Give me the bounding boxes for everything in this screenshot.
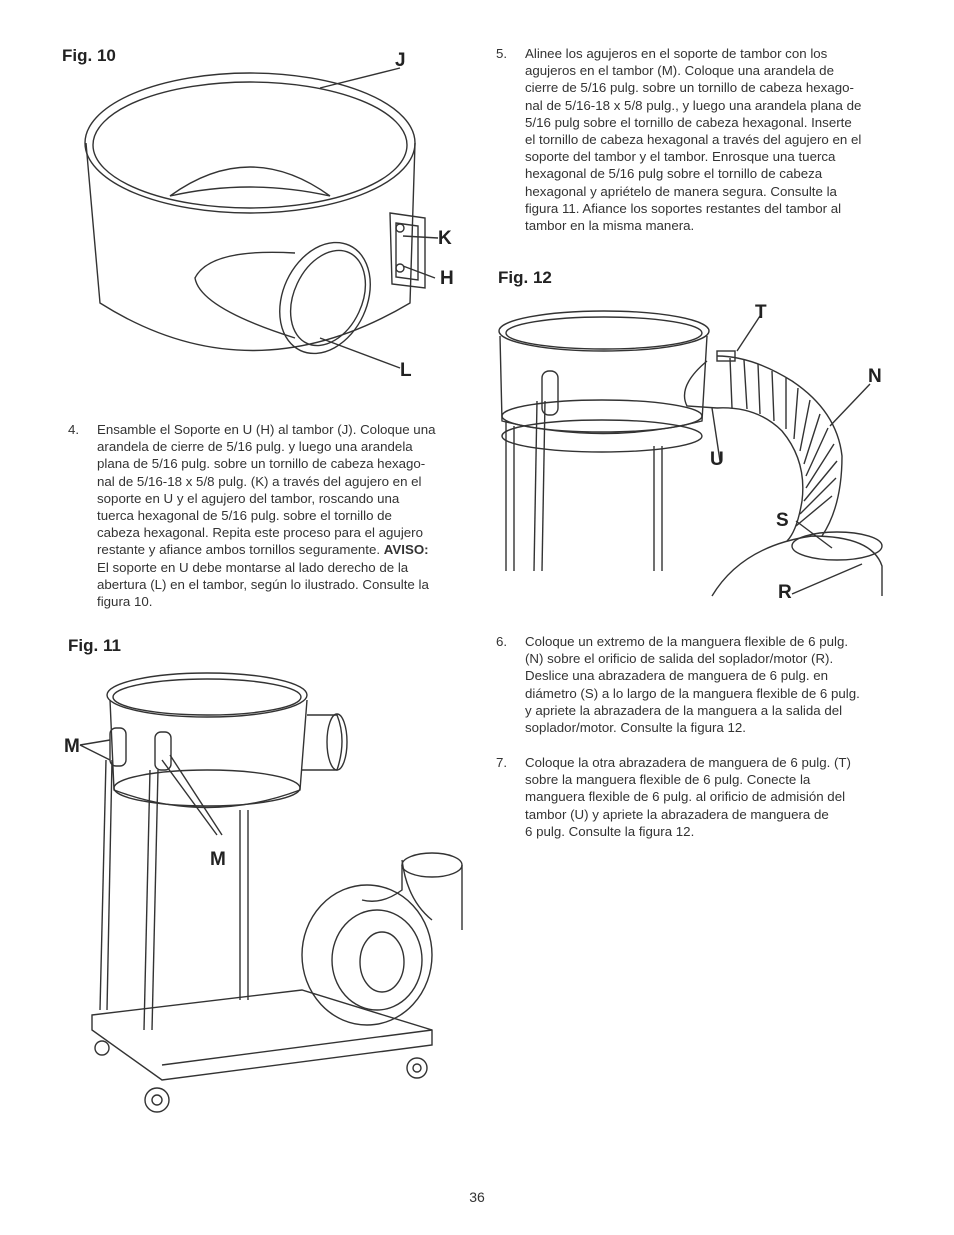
text-line: Ensamble el Soporte en U (H) al tambor (… xyxy=(97,422,436,437)
text-line: hexagonal y apriételo de manera segura. … xyxy=(525,183,837,199)
text-line: nal de 5/16-18 x 5/8 pulg. (K) a través … xyxy=(97,473,422,489)
step-6-text: Coloque un extremo de la manguera flexib… xyxy=(525,633,906,736)
text-line: (N) sobre el orificio de salida del sopl… xyxy=(525,651,834,667)
fig12-label-s: S xyxy=(776,510,789,531)
fig10-label-l: L xyxy=(400,360,412,381)
text-line: El soporte en U debe montarse al lado de… xyxy=(97,559,409,575)
fig11-stand-illustration: M M xyxy=(62,660,470,1130)
text-line: figura 10. xyxy=(97,594,153,610)
text-line: manguera flexible de 6 pulg. al orificio… xyxy=(525,789,846,805)
text-line: soporte en U y el agujero del tambor, ro… xyxy=(97,490,400,506)
fig12-label-r: R xyxy=(778,582,792,602)
fig12-title: Fig. 12 xyxy=(498,268,552,287)
text-line: 6 pulg. Consulte la figura 12. xyxy=(525,823,695,839)
text-line: 5/16 pulg sobre el tornillo de cabeza he… xyxy=(525,114,852,130)
step-4-text: Ensamble el Soporte en U (H) al tambor (… xyxy=(97,421,468,610)
text-line: cabeza hexagonal. Repita este proceso pa… xyxy=(97,525,423,541)
fig10-label-h: H xyxy=(440,268,454,289)
step-7-number: 7. xyxy=(496,755,508,770)
text-line: el tornillo de cabeza hexagonal a través… xyxy=(525,132,862,148)
text-line: hexagonal de 5/16 pulg sobre el tornillo… xyxy=(525,166,823,182)
step-5-number: 5. xyxy=(496,46,508,61)
text-line: agujeros en el tambor (M). Coloque una a… xyxy=(525,63,834,79)
text-line: figura 11. Afiance los soportes restante… xyxy=(525,200,842,216)
text-line: sobre la manguera flexible de 6 pulg. Co… xyxy=(525,772,811,788)
text-line: Coloque la otra abrazadera de manguera d… xyxy=(525,755,851,770)
aviso-label: AVISO: xyxy=(383,542,429,558)
text-line: cierre de 5/16 pulg. sobre un tornillo d… xyxy=(525,80,854,96)
fig12-label-t: T xyxy=(755,302,767,323)
fig11-label-m-bottom: M xyxy=(210,849,226,870)
step-6-number: 6. xyxy=(496,634,508,649)
fig12-label-n: N xyxy=(868,366,882,387)
text-line: Deslice una abrazadera de manguera de 6 … xyxy=(525,668,829,684)
step-7-text: Coloque la otra abrazadera de manguera d… xyxy=(525,754,906,840)
text-line: restante y afiance ambos tornillos segur… xyxy=(97,541,468,558)
step-5-text: Alinee los agujeros en el soporte de tam… xyxy=(525,45,906,234)
text-line: soporte del tambor y el tambor. Enrosque… xyxy=(525,149,836,165)
text-line: diámetro (S) a lo largo de la manguera f… xyxy=(525,685,860,701)
fig10-title: Fig. 10 xyxy=(62,46,116,65)
text-line: nal de 5/16-18 x 5/8 pulg., y luego una … xyxy=(525,97,862,113)
fig10-drum-illustration: J K H L xyxy=(70,48,470,388)
text-line: abertura (L) en el tambor, según lo ilus… xyxy=(97,576,429,592)
page-number: 36 xyxy=(469,1189,485,1205)
text-line: arandela de cierre de 5/16 pulg. y luego… xyxy=(97,439,413,455)
text-line: y apriete la abrazadera de la manguera a… xyxy=(525,702,843,718)
fig11-title: Fig. 11 xyxy=(68,636,121,655)
text-line: Coloque un extremo de la manguera flexib… xyxy=(525,634,849,649)
text-line: tambor en la misma manera. xyxy=(525,218,695,234)
text-line: tuerca hexagonal de 5/16 pulg. sobre el … xyxy=(97,508,392,524)
fig12-label-u: U xyxy=(710,449,724,470)
text-line-part: restante y afiance ambos tornillos segur… xyxy=(97,542,381,558)
fig11-label-m-left: M xyxy=(64,736,80,757)
fig12-hose-illustration: T N U S R xyxy=(492,296,902,602)
text-line: Alinee los agujeros en el soporte de tam… xyxy=(525,46,828,61)
fig10-label-k: K xyxy=(438,228,452,249)
step-4-number: 4. xyxy=(68,422,80,437)
text-line: tambor (U) y apriete la abrazadera de ma… xyxy=(525,806,829,822)
text-line: plana de 5/16 pulg. sobre un tornillo de… xyxy=(97,456,426,472)
text-line: soplador/motor. Consulte la figura 12. xyxy=(525,720,747,736)
fig10-label-j: J xyxy=(395,50,406,71)
